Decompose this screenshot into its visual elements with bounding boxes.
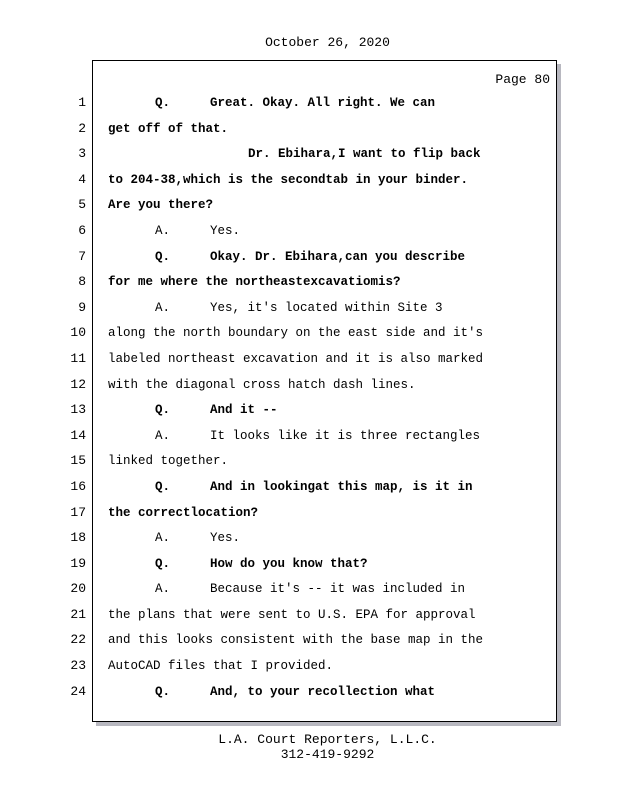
transcript-line: with the diagonal cross hatch dash lines… [108,377,548,403]
line-number: 5 [78,197,86,213]
speaker-label: A. [155,300,171,315]
transcript-line: Q. How do you know that? [108,556,548,582]
line-text: AutoCAD files that I provided. [108,659,334,674]
line-text: Great. Okay. All right. We can [210,96,436,110]
line-number: 16 [70,478,86,494]
line-text: How do you know that? [210,556,368,571]
reporter-company: L.A. Court Reporters, L.L.C. [218,732,437,747]
speaker-label: A. [155,531,171,546]
speaker-label: Q. [155,684,171,699]
line-number: 3 [78,146,86,162]
transcript-line: A. It looks like it is three rectangles [108,428,548,454]
line-text: the correctlocation? [108,505,259,520]
transcript-line: and this looks consistent with the base … [108,632,548,658]
line-text: And in lookingat this map, is it in [210,479,473,494]
line-text: Dr. Ebihara,I want to flip back [248,147,481,162]
line-number: 2 [78,120,86,136]
transcript-line: Q. And it -- [108,402,548,428]
line-number: 15 [70,453,86,469]
transcript-line: linked together. [108,453,548,479]
line-text: Are you there? [108,198,214,213]
line-text: Yes. [210,223,241,238]
line-number: 4 [78,171,86,187]
line-text: along the north boundary on the east sid… [108,326,484,341]
transcript-line: AutoCAD files that I provided. [108,658,548,684]
transcript-line: Dr. Ebihara,I want to flip back [108,146,548,172]
page-number: Page 80 [495,72,550,87]
speaker-label: Q. [155,249,171,264]
line-text: to 204-38,which is the secondtab in your… [108,172,469,187]
line-text: And it -- [210,403,278,418]
line-text: and this looks consistent with the base … [108,633,484,648]
line-text: the plans that were sent to U.S. EPA for… [108,607,476,622]
transcript-line: A. Yes. [108,223,548,249]
line-text: Yes. [210,531,241,546]
line-text: for me where the northeastexcavatiomis? [108,275,401,290]
line-number: 23 [70,658,86,674]
line-number: 13 [70,402,86,418]
transcript-line: for me where the northeastexcavatiomis? [108,274,548,300]
line-number: 8 [78,274,86,290]
transcript-page: Page 80 [92,60,557,722]
transcript-line: Q. And in lookingat this map, is it in [108,479,548,505]
line-number: 21 [70,606,86,622]
line-number: 20 [70,581,86,597]
line-number: 1 [78,95,86,110]
line-number: 9 [78,299,86,315]
transcript-line: Q. And, to your recollection what [108,684,548,710]
line-text: Because it's -- it was included in [210,582,466,597]
transcript-line: A. Yes. [108,530,548,556]
speaker-label: A. [155,582,171,597]
transcript-line: the correctlocation? [108,505,548,531]
line-number: 6 [78,222,86,238]
transcript-line: Are you there? [108,197,548,223]
line-text: labeled northeast excavation and it is a… [108,351,484,366]
speaker-label: Q. [155,403,171,418]
transcript-line: to 204-38,which is the secondtab in your… [108,172,548,198]
line-text: It looks like it is three rectangles [210,428,481,443]
transcript-line: Q. Okay. Dr. Ebihara,can you describe [108,249,548,275]
line-text: linked together. [108,454,229,469]
speaker-label: A. [155,223,171,238]
line-number: 11 [70,350,86,366]
transcript-line: the plans that were sent to U.S. EPA for… [108,607,548,633]
line-number: 17 [70,504,86,520]
transcript-line: A. Because it's -- it was included in [108,581,548,607]
line-text: with the diagonal cross hatch dash lines… [108,377,416,392]
footer: L.A. Court Reporters, L.L.C. 312-419-929… [0,732,618,762]
line-number: 22 [70,632,86,648]
line-number: 10 [70,325,86,341]
transcript-line: labeled northeast excavation and it is a… [108,351,548,377]
line-text: Okay. Dr. Ebihara,can you describe [210,249,466,264]
line-text: Yes, it's located within Site 3 [210,300,443,315]
transcript-line: Q. Great. Okay. All right. We can [108,95,548,121]
line-number: 18 [70,530,86,546]
line-number: 14 [70,427,86,443]
line-number: 19 [70,555,86,571]
transcript-line: A. Yes, it's located within Site 3 [108,300,548,326]
line-number: 24 [70,683,86,699]
reporter-phone: 312-419-9292 [280,747,375,762]
speaker-label: Q. [155,479,171,494]
line-text: And, to your recollection what [210,684,436,699]
line-text: get off of that. [108,121,229,136]
transcript-line: along the north boundary on the east sid… [108,325,548,351]
line-number: 7 [78,248,86,264]
speaker-label: A. [155,428,171,443]
speaker-label: Q. [155,556,171,571]
transcript-lines: Q. Great. Okay. All right. We can get off … [108,95,548,709]
transcript-date: October 26, 2020 [265,35,390,50]
line-number: 12 [70,376,86,392]
speaker-label: Q. [155,96,171,110]
transcript-line: get off of that. [108,121,548,147]
